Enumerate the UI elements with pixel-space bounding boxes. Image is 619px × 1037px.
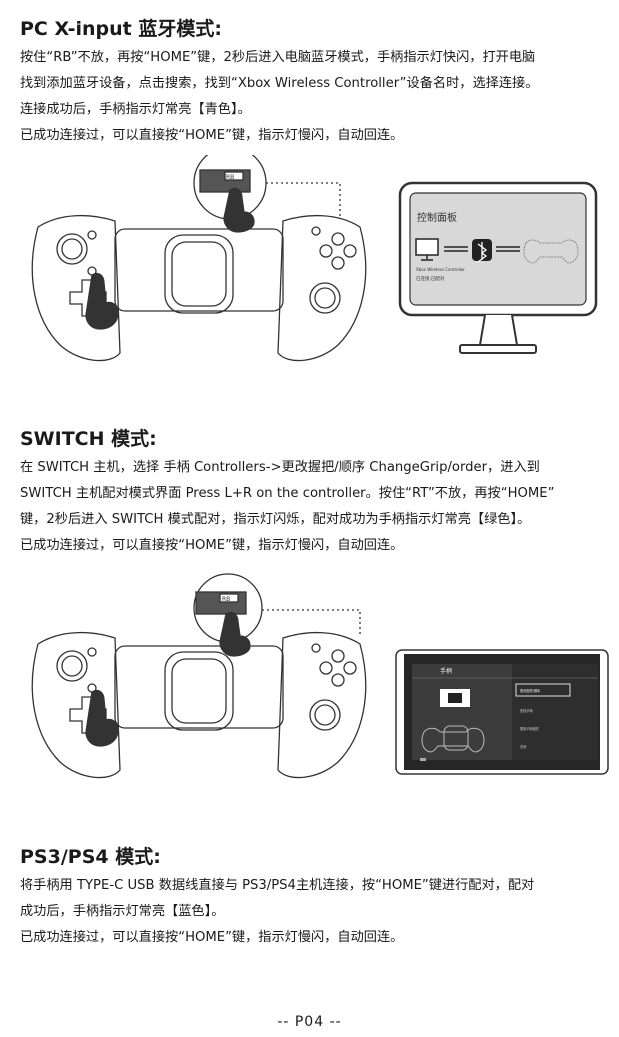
switch-menu-item-1: 更改握把/顺序 [520, 688, 541, 693]
switch-line-3: 键，2秒后进入 SWITCH 模式配对，指示灯闪烁，配对成功为手柄指示灯常亮【绿… [20, 512, 531, 527]
gamepad-illustration [31, 155, 367, 362]
ps-line-3: 已成功连接过，可以直接按“HOME”键，指示灯慢闪，自动回连。 [20, 930, 404, 945]
ps-line-2: 成功后，手柄指示灯常亮【蓝色】。 [20, 904, 225, 919]
gamepad-illustration [31, 573, 367, 779]
switch-console-illustration [395, 649, 609, 775]
switch-menu-item-3: 更新手柄固件 [520, 726, 540, 731]
switch-line-4: 已成功连接过，可以直接按“HOME”键，指示灯慢闪，自动回连。 [20, 538, 404, 553]
pc-rb-label: RB [226, 174, 234, 181]
switch-rb-label: RB [222, 596, 230, 603]
device-name: Xbox Wireless Controller [416, 267, 465, 272]
switch-menu-item-2: 查找手柄 [520, 708, 534, 713]
pc-title: PC X-input 蓝牙模式: [20, 18, 222, 40]
switch-pairing-figure: RB 手柄 更改握把/顺序 查找手柄 更新手柄固件 关闭 [31, 573, 609, 779]
switch-menu-item-4: 关闭 [520, 744, 526, 749]
pc-line-4: 已成功连接过，可以直接按“HOME”键，指示灯慢闪，自动回连。 [20, 128, 404, 143]
ps-title: PS3/PS4 模式: [20, 846, 161, 868]
pc-line-1: 按住“RB”不放，再按“HOME”键，2秒后进入电脑蓝牙模式，手柄指示灯快闪，打… [20, 50, 536, 65]
switch-line-1: 在 SWITCH 主机，选择 手柄 Controllers->更改握把/顺序 C… [20, 460, 540, 475]
device-status: 已连接,已配对 [416, 275, 445, 282]
switch-title: SWITCH 模式: [20, 428, 157, 450]
pc-pairing-figure: RB 控制面板 Xbox Wireless Controller 已连接,已配对 [31, 155, 598, 362]
switch-menu-title: 手柄 [440, 667, 452, 675]
switch-line-2: SWITCH 主机配对模式界面 Press L+R on the control… [20, 486, 555, 501]
pc-line-2: 找到添加蓝牙设备，点击搜索，找到“Xbox Wireless Controlle… [20, 76, 539, 91]
switch-instructions: 在 SWITCH 主机，选择 手柄 Controllers->更改握把/顺序 C… [20, 455, 605, 559]
page-number: -- P04 -- [277, 1014, 342, 1030]
ps-line-1: 将手柄用 TYPE-C USB 数据线直接与 PS3/PS4主机连接，按“HOM… [20, 878, 535, 893]
monitor-illustration [398, 181, 598, 354]
pc-line-3: 连接成功后，手柄指示灯常亮【青色】。 [20, 102, 251, 117]
pc-instructions: 按住“RB”不放，再按“HOME”键，2秒后进入电脑蓝牙模式，手柄指示灯快闪，打… [20, 45, 605, 149]
ps-instructions: 将手柄用 TYPE-C USB 数据线直接与 PS3/PS4主机连接，按“HOM… [20, 873, 605, 951]
control-panel-title: 控制面板 [417, 211, 457, 224]
